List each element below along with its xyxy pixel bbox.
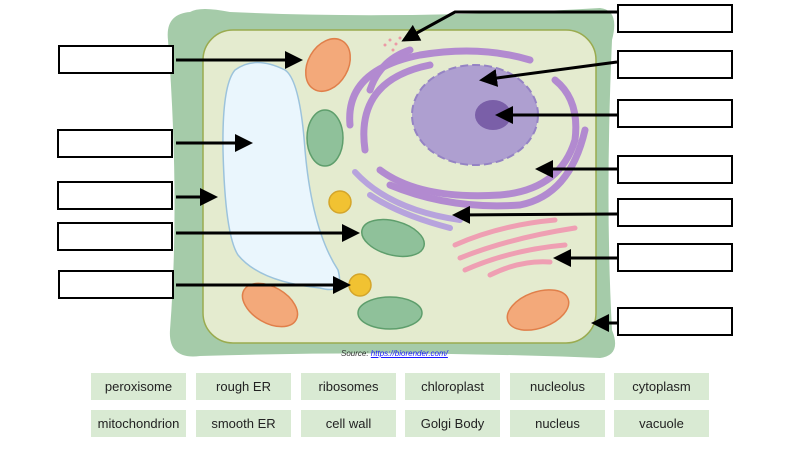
word-chip[interactable]: nucleus xyxy=(510,410,605,437)
label-box-right-5[interactable] xyxy=(617,198,733,227)
source-caption: Source: https://biorender.com/ xyxy=(341,349,448,358)
word-chip[interactable]: Golgi Body xyxy=(405,410,500,437)
word-chip[interactable]: vacuole xyxy=(614,410,709,437)
source-link[interactable]: https://biorender.com/ xyxy=(370,349,448,358)
label-box-right-4[interactable] xyxy=(617,155,733,184)
chloroplasts xyxy=(306,109,425,330)
rough-er xyxy=(346,46,589,210)
ribosomes xyxy=(383,36,402,52)
label-box-left-1[interactable] xyxy=(58,45,174,74)
label-box-left-2[interactable] xyxy=(57,129,173,158)
mitochondria xyxy=(241,38,570,331)
word-chip[interactable]: peroxisome xyxy=(91,373,186,400)
smooth-er xyxy=(352,169,463,231)
label-box-right-6[interactable] xyxy=(617,243,733,272)
word-chip[interactable]: mitochondrion xyxy=(91,410,186,437)
golgi-body xyxy=(452,217,578,278)
label-box-right-2[interactable] xyxy=(617,50,733,79)
label-box-right-3[interactable] xyxy=(617,99,733,128)
word-chip[interactable]: smooth ER xyxy=(196,410,291,437)
label-box-right-1[interactable] xyxy=(617,4,733,33)
label-box-left-4[interactable] xyxy=(57,222,173,251)
arrows xyxy=(176,10,618,332)
word-chip[interactable]: cell wall xyxy=(301,410,396,437)
label-box-left-3[interactable] xyxy=(57,181,173,210)
word-chip[interactable]: rough ER xyxy=(196,373,291,400)
word-chip[interactable]: cytoplasm xyxy=(614,373,709,400)
word-chip[interactable]: ribosomes xyxy=(301,373,396,400)
source-prefix: Source: xyxy=(341,349,371,358)
label-box-left-5[interactable] xyxy=(58,270,174,299)
word-chip[interactable]: chloroplast xyxy=(405,373,500,400)
label-box-right-7[interactable] xyxy=(617,307,733,336)
word-chip[interactable]: nucleolus xyxy=(510,373,605,400)
